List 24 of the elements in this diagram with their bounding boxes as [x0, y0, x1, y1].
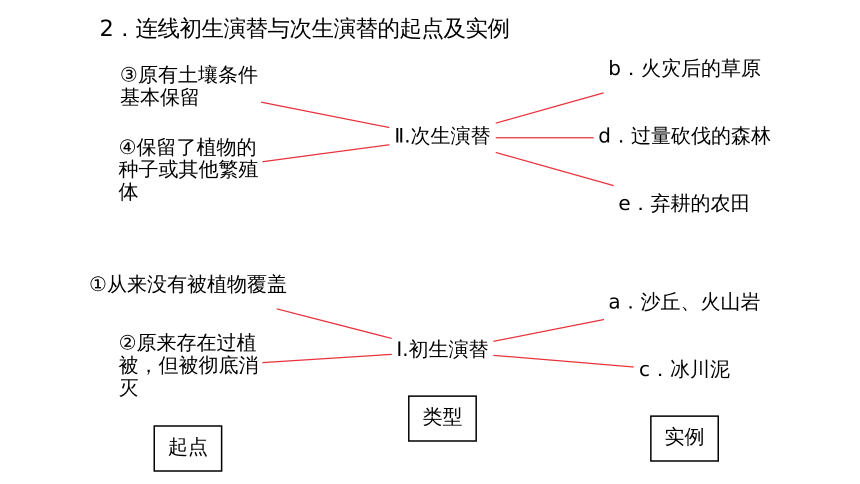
connector: [260, 102, 390, 128]
node-text: c．冰川泥: [639, 356, 730, 381]
connector: [493, 354, 634, 368]
connector: [262, 144, 390, 162]
diagram-title: 2．连线初生演替与次生演替的起点及实例: [99, 16, 510, 42]
node-box: 类型: [408, 395, 477, 442]
node-text: ②原来存在过植被，但被彻底消灭: [118, 330, 259, 400]
connector: [496, 92, 604, 124]
connector: [262, 354, 392, 364]
node-text: Ⅱ.次生演替: [394, 124, 491, 148]
connector: [496, 137, 594, 138]
node-text: e．弃耕的农田: [618, 190, 751, 215]
connector: [276, 308, 392, 340]
node-box: 起点: [154, 425, 222, 472]
node-text: ④保留了植物的种子或其他繁殖体: [118, 134, 259, 204]
node-text: d．过量砍伐的森林: [598, 124, 771, 148]
node-text: Ⅰ.初生演替: [396, 336, 489, 361]
node-text: a．沙丘、火山岩: [608, 290, 761, 314]
node-text: ③原有土壤条件基本保留: [120, 62, 258, 109]
connector: [493, 318, 604, 342]
node-text: ①从来没有被植物覆盖: [88, 272, 287, 296]
connector: [496, 152, 614, 186]
node-box: 实例: [650, 415, 719, 462]
node-text: b．火灾后的草原: [608, 56, 761, 80]
